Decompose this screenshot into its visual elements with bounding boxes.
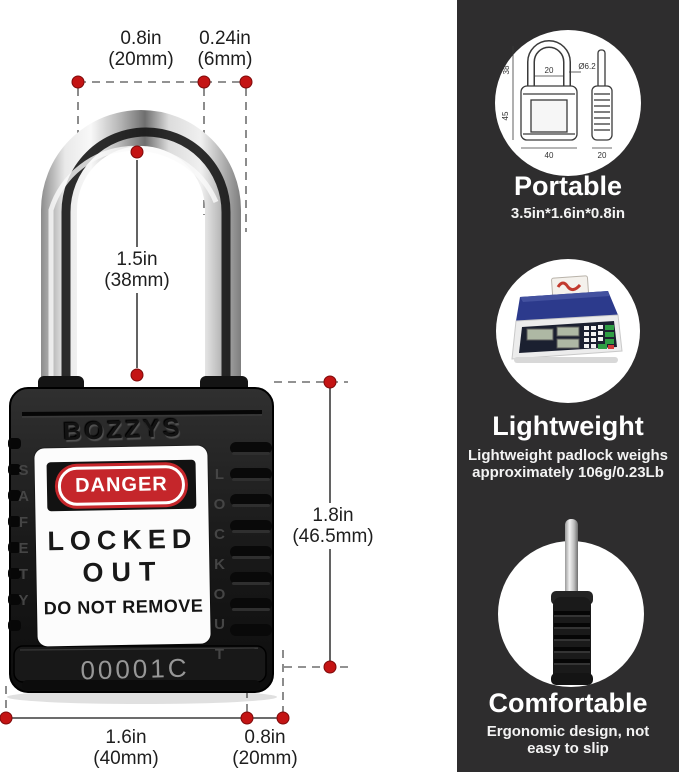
dim-bottom-depth-in: 0.8in [244,727,286,748]
drawing-dim-diameter: Ø6.2 [578,62,596,71]
feature-title-portable: Portable [513,171,623,201]
dim-shackle-height-mm: (38mm) [104,270,170,291]
lockout-label: DANGER LOCKED OUT DO NOT REMOVE [34,445,211,647]
dim-top-width: 0.8in (20mm) [96,28,186,70]
drop-shadow [7,690,277,704]
dim-shackle-height: 1.5in (38mm) [92,247,182,293]
do-not-remove-text: DO NOT REMOVE [43,595,204,619]
technical-drawing-icon: 38 20 Ø6.2 45 40 20 [501,40,613,160]
dim-bottom-depth: 0.8in (20mm) [220,727,310,769]
dimension-dots [0,75,337,725]
feature-title-lightweight: Lightweight [492,411,644,441]
side-text-lockout: LOCKOUT [211,466,228,676]
dim-top-width-mm: (20mm) [108,49,174,70]
drawing-dim-shackle-height: 38 [502,65,511,74]
drawing-dim-body-width: 40 [545,151,554,160]
side-text-safety: SAFETY [15,462,32,618]
locked-text: LOCKED [47,523,198,557]
drawing-dim-body-depth: 20 [598,151,607,160]
danger-band: DANGER [46,459,197,512]
dim-shackle-height-in: 1.5in [116,249,158,270]
feature-desc-lightweight: Lightweight padlock weighs approximately… [468,447,669,481]
dim-body-height: 1.8in (46.5mm) [288,503,378,549]
portable-circle: 38 20 Ø6.2 45 40 20 [495,30,641,176]
dim-top-gap: 0.24in (6mm) [182,28,268,70]
drawing-dim-shackle-width: 20 [545,66,554,75]
comfortable-circle [498,519,644,687]
dim-body-height-mm: (46.5mm) [292,526,374,547]
dim-top-gap-in: 0.24in [199,28,251,49]
feature-desc-comfortable: Ergonomic design, not easy to slip [486,723,650,757]
lightweight-circle [496,259,640,403]
feature-sidebar: 38 20 Ø6.2 45 40 20 Portable 3.5in*1.6in… [457,0,679,772]
shackle [41,110,241,392]
dim-bottom-width-in: 1.6in [105,727,147,748]
out-text: OUT [82,556,164,588]
dim-top-gap-mm: (6mm) [197,49,253,70]
feature-desc-portable: 3.5in*1.6in*0.8in [510,205,626,222]
dim-bottom-width: 1.6in (40mm) [81,727,171,769]
dim-bottom-width-mm: (40mm) [93,748,159,769]
dim-top-width-in: 0.8in [120,28,162,49]
scale-icon [511,275,623,363]
feature-title-comfortable: Comfortable [488,688,648,718]
padlock-side-icon [551,519,593,685]
dim-bottom-depth-mm: (20mm) [232,748,298,769]
brand-embossed: BOZZYS [62,413,184,447]
danger-sign: DANGER [57,464,186,507]
drawing-dim-body-height: 45 [501,111,510,120]
serial-number: 00001C [80,652,190,686]
dim-body-height-in: 1.8in [312,505,354,526]
